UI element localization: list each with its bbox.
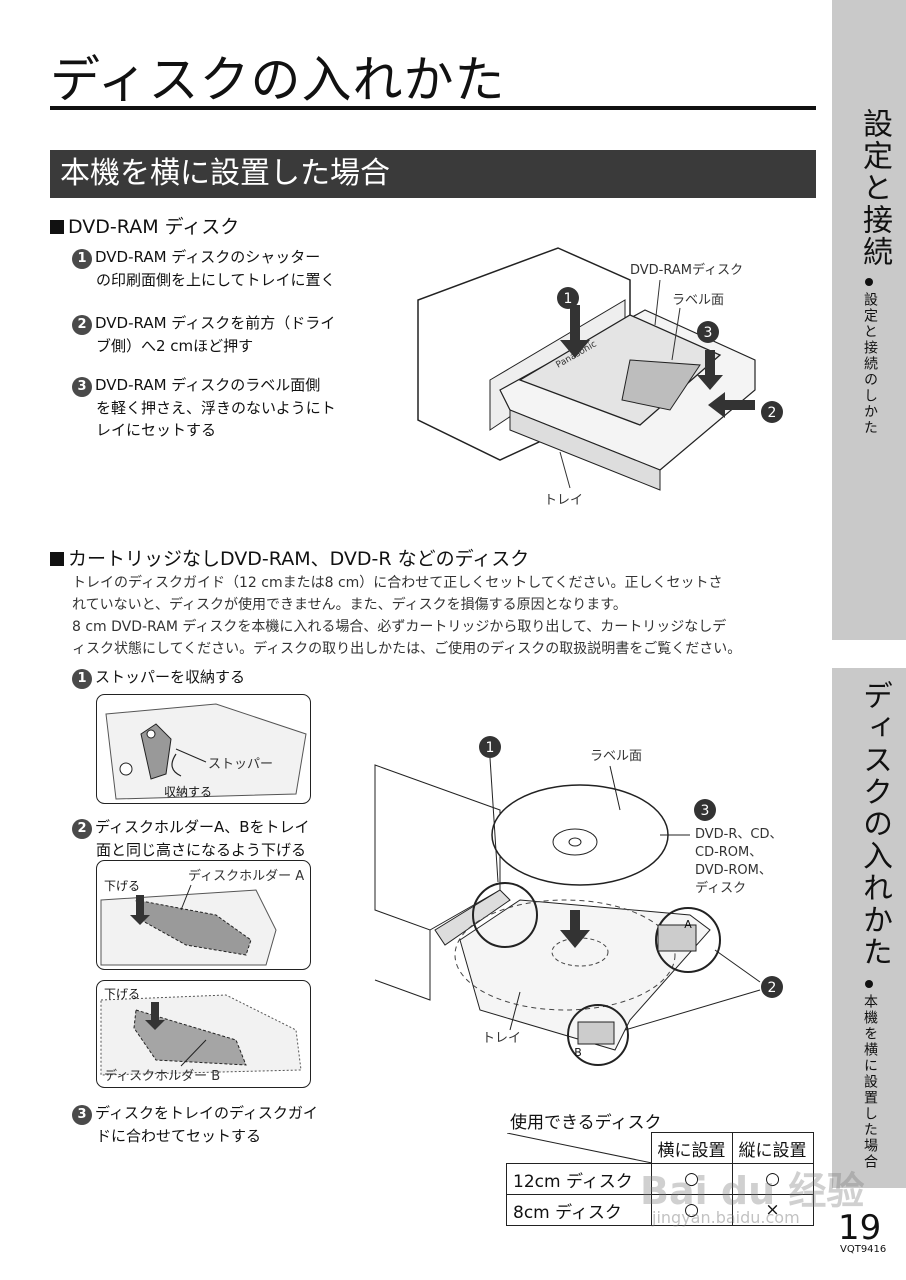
step-marker-3 [694,799,716,821]
store-label: 収納する [164,785,212,799]
step-marker-2 [761,401,783,423]
square-bullet-icon [50,220,64,234]
row-label: 8cm ディスク [506,1194,652,1226]
step-number: 1 [72,249,92,269]
dvdram-insert-figure: Panasonic 1 3 2 DVD-RAMディスク ラベル面 トレイ [417,247,783,508]
svg-text:2: 2 [768,405,777,421]
step-number: 3 [72,1105,92,1125]
svg-text:1: 1 [564,291,573,307]
page-title: ディスクの入れかた [50,51,506,109]
col-horizontal: 横に設置 [650,1132,733,1164]
disc-insert-figure: A B 1 3 2 ラベル面 DVD-R、CD、 CD-ROM、 DVD-ROM… [374,736,783,1066]
doc-code: VQT9416 [840,1244,887,1255]
table-corner [506,1132,652,1164]
col-vertical: 縦に設置 [731,1132,814,1164]
label-side-label: ラベル面 [672,293,724,308]
lower-label: 下げる [104,879,140,893]
cell-h: ○ [650,1194,733,1226]
disc-types-line3: DVD-ROM、 [695,863,772,878]
watermark-url: jingyan.baidu.com [652,1208,800,1227]
side-tab-disc[interactable]: ディスクの入れかた 本機を横に設置した場合 [832,668,906,1188]
diagonal-line [506,1132,652,1163]
tray-label: トレイ [544,493,583,508]
side-tab-setup-sub: 設定と接続のしかた [862,292,878,436]
side-tab-setup[interactable]: 設定と接続 設定と接続のしかた [832,0,906,640]
holder-a-label: ディスクホルダー A [188,868,304,884]
holder-a-figure: 下げる ディスクホルダー A [96,860,311,970]
cell-v: × [731,1194,814,1226]
watermark: Bai du 经验 [640,1169,865,1213]
holder-b-label: ディスクホルダー B [104,1068,220,1084]
holder-a-marker: A [684,918,692,931]
step-marker-3 [697,321,719,343]
table-header-row: 横に設置 縦に設置 [506,1132,814,1164]
bullet-icon [865,278,873,286]
title-rule [50,106,816,110]
dvdram-disc-label: DVD-RAMディスク [630,262,743,278]
svg-text:3: 3 [704,325,713,341]
holder-b-figure: 下げる ディスクホルダー B [96,980,311,1088]
label-side-label: ラベル面 [590,749,642,764]
side-tab-setup-title: 設定と接続 [857,108,892,268]
side-tab-disc-title: ディスクの入れかた [857,680,892,968]
lower-label: 下げる [104,987,140,1001]
bullet-icon [865,980,873,988]
tray-label: トレイ [482,1031,521,1046]
section-header: 本機を横に設置した場合 [50,150,816,198]
svg-text:2: 2 [768,980,777,996]
square-bullet-icon [50,552,64,566]
step-number: 3 [72,377,92,397]
stopper-label: ストッパー [208,757,273,772]
svg-text:1: 1 [486,740,495,756]
cartridge-heading: カートリッジなしDVD-RAM、DVD-R などのディスク [50,544,529,571]
svg-text:3: 3 [701,803,710,819]
disc-types-line1: DVD-R、CD、 [695,827,783,842]
disc-table: 横に設置 縦に設置 12cm ディスク ○ ○ 8cm ディスク ○ × [506,1132,814,1226]
step-marker-1 [557,287,579,309]
table-heading: 使用できるディスク [510,1113,662,1133]
table-row: 8cm ディスク ○ × [506,1194,814,1226]
step-number: 2 [72,315,92,335]
side-tab-disc-sub: 本機を横に設置した場合 [862,994,878,1170]
step-marker-2 [761,976,783,998]
cartridge-body: トレイのディスクガイド（12 cmまたは8 cm）に合わせて正しくセットしてくだ… [72,575,742,657]
disc-types-line4: ディスク [695,880,746,896]
holder-b-marker: B [574,1046,582,1059]
page-number: 19 [838,1208,882,1248]
disc-types-line2: CD-ROM、 [695,845,762,860]
dvdram-heading: DVD-RAM ディスク [50,212,239,239]
row-label: 12cm ディスク [506,1163,652,1195]
table-row: 12cm ディスク ○ ○ [506,1163,814,1195]
step-number: 2 [72,819,92,839]
step-number: 1 [72,669,92,689]
step-marker-1 [479,736,501,758]
stopper-figure: ストッパー 収納する [96,694,311,804]
